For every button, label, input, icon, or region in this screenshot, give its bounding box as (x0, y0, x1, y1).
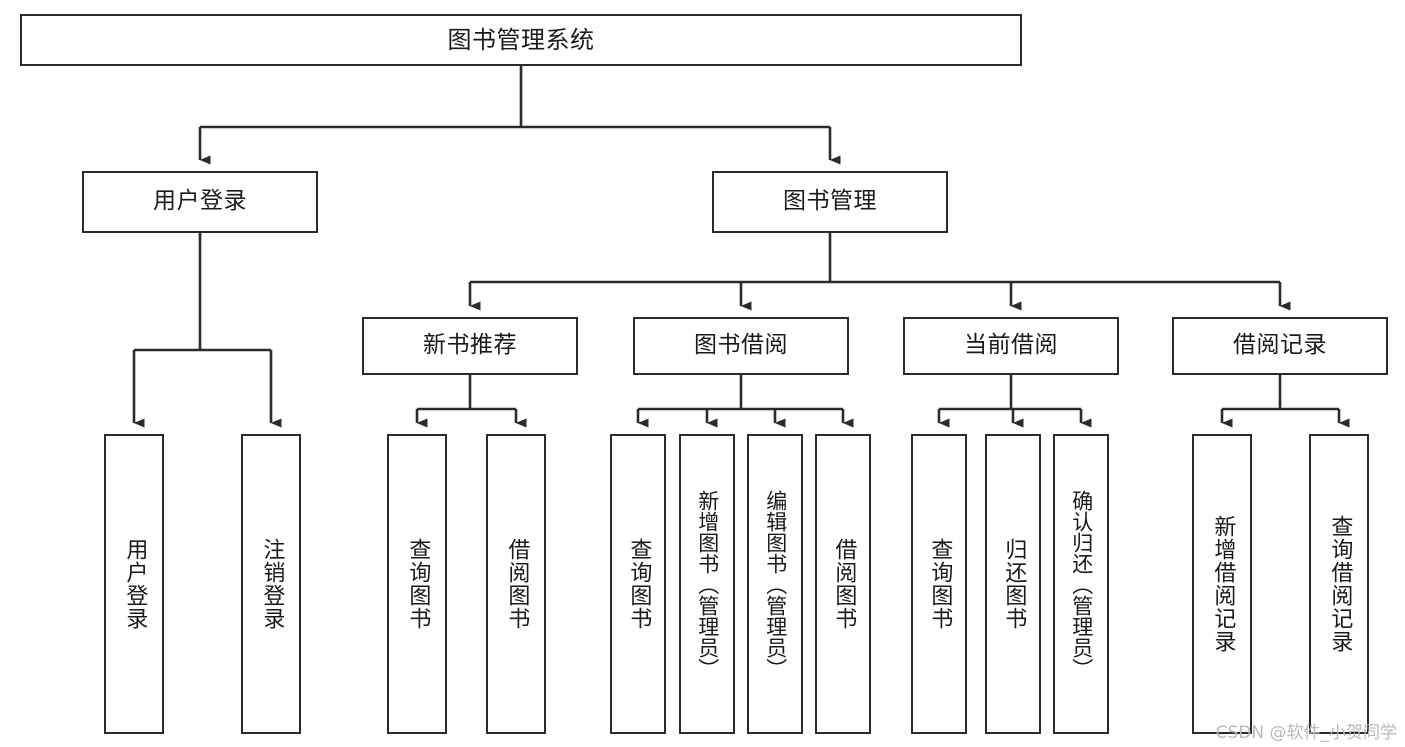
node-user-login[interactable]: 用户登录 (82, 171, 318, 233)
node-leaf-user-login-label: 用户登录 (122, 538, 148, 630)
node-leaf-edit-book-label: 编辑图书（管理员） (763, 489, 788, 679)
watermark-text: CSDN @软件_小贺同学 (1215, 723, 1397, 743)
node-user-login-label: 用户登录 (153, 188, 247, 215)
node-leaf-logout[interactable]: 注销登录 (241, 434, 301, 734)
node-leaf-confirm-return-label: 确认归还（管理员） (1069, 489, 1094, 679)
node-leaf-return-book-label: 归还图书 (1001, 538, 1027, 630)
node-leaf-query-record-label: 查询借阅记录 (1327, 515, 1353, 653)
node-leaf-logout-label: 注销登录 (259, 538, 285, 630)
node-leaf-borrow-book-1-label: 借阅图书 (504, 538, 530, 630)
node-book-borrow[interactable]: 图书借阅 (633, 317, 849, 375)
node-leaf-user-login[interactable]: 用户登录 (104, 434, 164, 734)
node-leaf-query-book-2-label: 查询图书 (626, 538, 652, 630)
node-leaf-borrow-book-2[interactable]: 借阅图书 (815, 434, 871, 734)
node-leaf-add-book[interactable]: 新增图书（管理员） (679, 434, 735, 734)
node-root-label: 图书管理系统 (447, 25, 595, 54)
node-new-book-rec[interactable]: 新书推荐 (362, 317, 578, 375)
node-book-manage-label: 图书管理 (783, 188, 877, 215)
node-root[interactable]: 图书管理系统 (20, 14, 1022, 66)
node-leaf-borrow-book-1[interactable]: 借阅图书 (486, 434, 546, 734)
node-leaf-add-record[interactable]: 新增借阅记录 (1192, 434, 1252, 734)
node-borrow-record[interactable]: 借阅记录 (1172, 317, 1388, 375)
node-leaf-query-book-1-label: 查询图书 (405, 538, 431, 630)
node-leaf-query-book-3[interactable]: 查询图书 (911, 434, 967, 734)
node-leaf-query-book-1[interactable]: 查询图书 (387, 434, 447, 734)
node-book-manage[interactable]: 图书管理 (712, 171, 948, 233)
node-leaf-query-book-3-label: 查询图书 (927, 538, 953, 630)
node-current-borrow-label: 当前借阅 (964, 332, 1058, 359)
node-borrow-record-label: 借阅记录 (1233, 332, 1327, 359)
node-book-borrow-label: 图书借阅 (694, 332, 788, 359)
node-leaf-borrow-book-2-label: 借阅图书 (831, 538, 857, 630)
node-leaf-query-record[interactable]: 查询借阅记录 (1309, 434, 1369, 734)
node-leaf-query-book-2[interactable]: 查询图书 (610, 434, 666, 734)
node-leaf-add-record-label: 新增借阅记录 (1210, 515, 1236, 653)
node-leaf-return-book[interactable]: 归还图书 (985, 434, 1041, 734)
node-new-book-rec-label: 新书推荐 (423, 332, 517, 359)
node-leaf-add-book-label: 新增图书（管理员） (695, 489, 720, 679)
node-leaf-confirm-return[interactable]: 确认归还（管理员） (1053, 434, 1109, 734)
node-leaf-edit-book[interactable]: 编辑图书（管理员） (747, 434, 803, 734)
node-current-borrow[interactable]: 当前借阅 (903, 317, 1119, 375)
